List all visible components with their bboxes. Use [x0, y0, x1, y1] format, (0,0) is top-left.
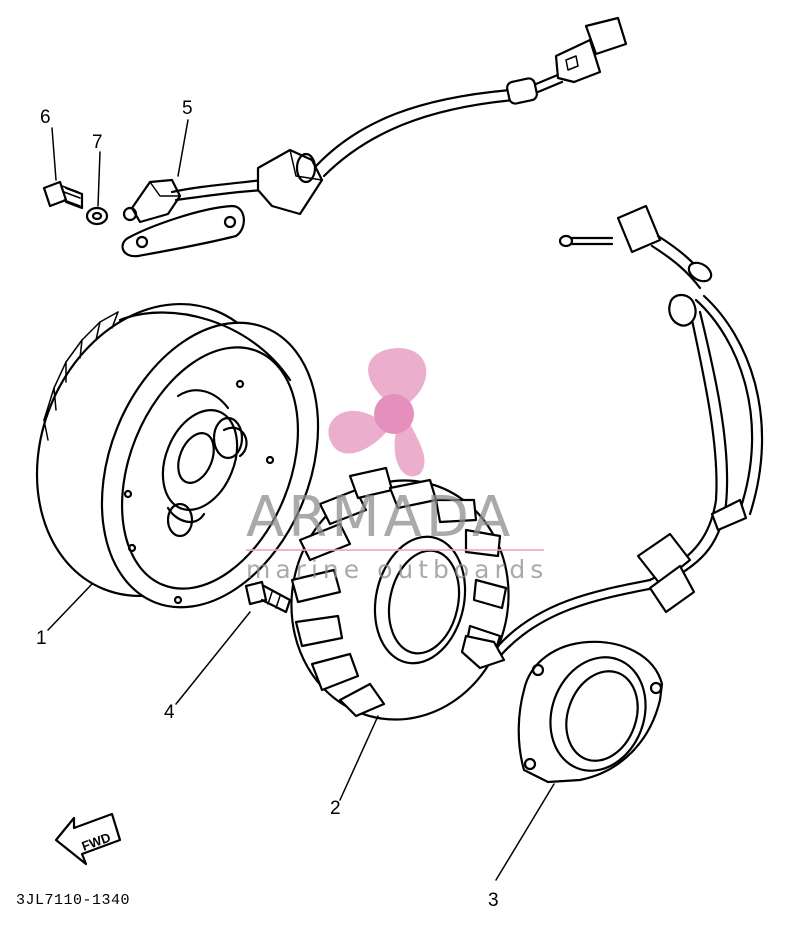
callout-1: 1 [36, 628, 47, 649]
callout-2: 2 [330, 798, 341, 819]
bolt-4 [244, 580, 292, 614]
stator-housing [517, 640, 664, 784]
stator-harness [558, 204, 764, 614]
pickup-coil-assembly [121, 16, 628, 258]
callout-6: 6 [40, 107, 51, 128]
leader-lines [47, 119, 555, 881]
armada-watermark: ARMADA marine outboards [246, 348, 548, 584]
washer-7 [85, 206, 109, 226]
watermark-tagline: marine outboards [246, 555, 548, 584]
watermark-brand: ARMADA [246, 485, 514, 550]
bolt-6 [42, 180, 84, 210]
callout-7: 7 [92, 132, 103, 153]
flywheel-rotor [35, 302, 320, 609]
fwd-arrow-icon: FWD [54, 812, 122, 866]
callout-4: 4 [164, 702, 175, 723]
callout-5: 5 [182, 98, 193, 119]
propeller-logo-icon [328, 348, 427, 477]
stator [290, 466, 656, 721]
part-code: 3JL7110-1340 [16, 892, 130, 909]
callout-3: 3 [488, 890, 499, 911]
